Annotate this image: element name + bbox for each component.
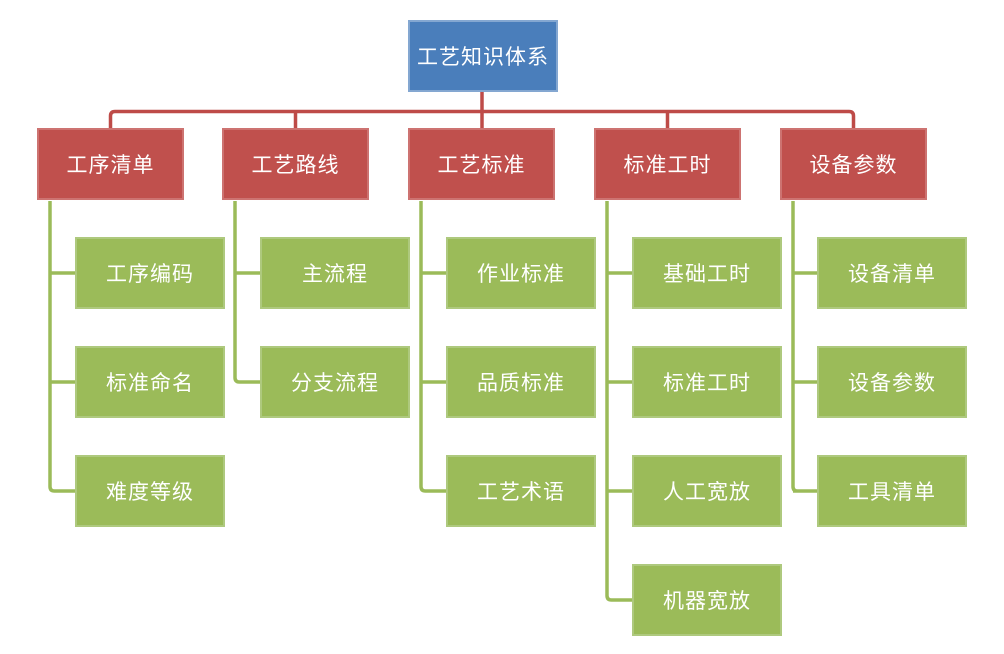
node-branch-equipment-params: 设备参数	[780, 128, 927, 200]
branch-2-connector	[233, 201, 260, 384]
node-label: 工艺知识体系	[417, 45, 549, 69]
node-leaf: 机器宽放	[632, 564, 782, 636]
node-label: 品质标准	[477, 371, 565, 395]
node-leaf: 品质标准	[446, 346, 596, 418]
node-label: 设备参数	[848, 371, 936, 395]
node-label: 工序清单	[66, 153, 155, 177]
node-label: 设备参数	[809, 153, 898, 177]
node-label: 工具清单	[848, 480, 936, 504]
node-leaf: 设备清单	[817, 237, 967, 309]
branch-1-connector	[48, 201, 75, 493]
branch-3-connector	[419, 201, 446, 493]
node-leaf: 难度等级	[75, 455, 225, 527]
branch-4-connector	[605, 201, 632, 602]
node-leaf: 标准工时	[632, 346, 782, 418]
node-label: 工艺标准	[437, 153, 526, 177]
node-root: 工艺知识体系	[408, 20, 558, 92]
node-leaf: 工艺术语	[446, 455, 596, 527]
node-branch-process-route: 工艺路线	[222, 128, 369, 200]
branch-5-connector	[791, 201, 817, 493]
node-label: 工序编码	[106, 262, 194, 286]
node-label: 标准工时	[623, 153, 712, 177]
node-label: 机器宽放	[663, 589, 751, 613]
node-branch-process-standard: 工艺标准	[408, 128, 555, 200]
node-label: 人工宽放	[663, 480, 751, 504]
node-label: 难度等级	[106, 480, 194, 504]
root-connector	[108, 92, 856, 128]
node-label: 作业标准	[477, 262, 565, 286]
node-label: 标准工时	[663, 371, 751, 395]
node-branch-process-list: 工序清单	[37, 128, 184, 200]
node-label: 分支流程	[291, 371, 379, 395]
node-leaf: 人工宽放	[632, 455, 782, 527]
node-leaf: 标准命名	[75, 346, 225, 418]
node-label: 标准命名	[106, 371, 194, 395]
node-leaf: 作业标准	[446, 237, 596, 309]
node-label: 设备清单	[848, 262, 936, 286]
node-label: 基础工时	[663, 262, 751, 286]
node-label: 工艺术语	[477, 480, 565, 504]
node-leaf: 基础工时	[632, 237, 782, 309]
node-label: 工艺路线	[251, 153, 340, 177]
node-label: 主流程	[302, 262, 368, 286]
node-leaf: 工序编码	[75, 237, 225, 309]
node-branch-standard-hours: 标准工时	[594, 128, 741, 200]
node-leaf: 主流程	[260, 237, 410, 309]
node-leaf: 分支流程	[260, 346, 410, 418]
node-leaf: 工具清单	[817, 455, 967, 527]
node-leaf: 设备参数	[817, 346, 967, 418]
